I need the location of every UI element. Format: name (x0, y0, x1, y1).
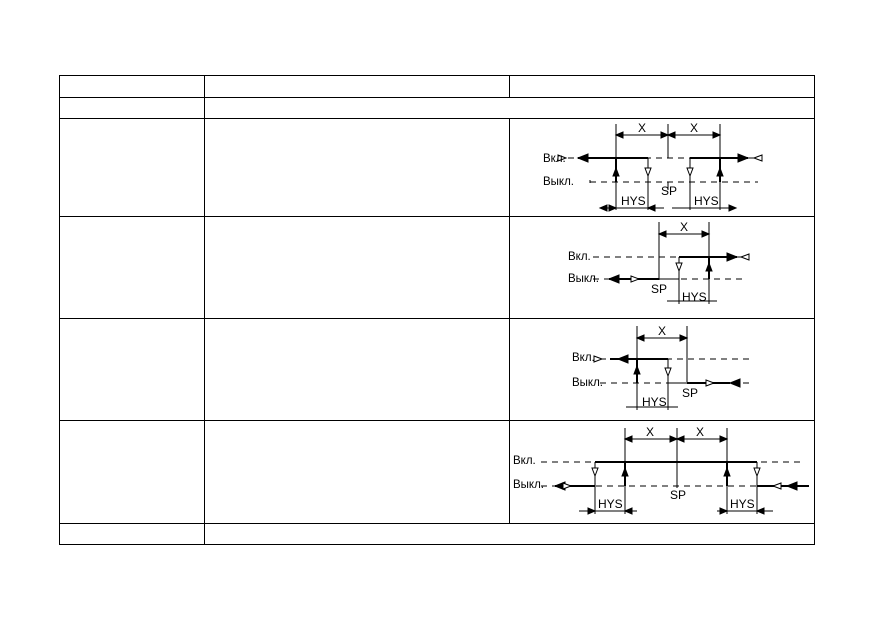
hysteresis-label: HYS (642, 395, 667, 409)
diagram-hysteresis-normally-open: Вкл. Выкл. X SP HYS (568, 220, 750, 304)
setpoint-label: SP (682, 386, 698, 400)
window-width-label: X (690, 121, 698, 135)
window-width-label: X (638, 121, 646, 135)
hysteresis-label: HYS (621, 194, 646, 208)
on-state-label: Вкл. (572, 352, 595, 364)
window-width-label: X (658, 324, 666, 338)
row-divider (60, 523, 814, 524)
row-divider (60, 118, 814, 119)
diagram-window-normally-open: Вкл. Выкл. X X SP HYS HYS (513, 425, 809, 515)
hysteresis-label: HYS (730, 497, 755, 511)
hysteresis-label: HYS (682, 290, 707, 304)
row-divider (60, 318, 814, 319)
off-state-label: Выкл. (572, 377, 603, 389)
on-state-label: Вкл. (543, 153, 566, 165)
setpoint-label: SP (661, 184, 677, 198)
hysteresis-label: HYS (694, 194, 719, 208)
setpoint-label: SP (670, 488, 686, 502)
on-state-label: Вкл. (513, 455, 536, 467)
switching-modes-table (59, 75, 815, 545)
row-divider (60, 420, 814, 421)
row-divider (60, 97, 814, 98)
window-width-label: X (680, 220, 688, 234)
diagram-hysteresis-normally-closed: Вкл. Выкл. X SP HYS (572, 324, 752, 410)
on-state-label: Вкл. (568, 251, 591, 263)
column-divider (204, 76, 205, 544)
hysteresis-label: HYS (598, 497, 623, 511)
window-width-label: X (646, 425, 654, 439)
off-state-label: Выкл. (513, 479, 544, 491)
row-divider (60, 216, 814, 217)
diagram-window-normally-closed: Вкл. Выкл. X X SP HYS HYS (543, 121, 763, 212)
column-divider (509, 76, 510, 97)
off-state-label: Выкл. (568, 273, 599, 285)
window-width-label: X (696, 425, 704, 439)
column-divider (509, 118, 510, 523)
off-state-label: Выкл. (543, 176, 574, 188)
setpoint-label: SP (651, 282, 667, 296)
